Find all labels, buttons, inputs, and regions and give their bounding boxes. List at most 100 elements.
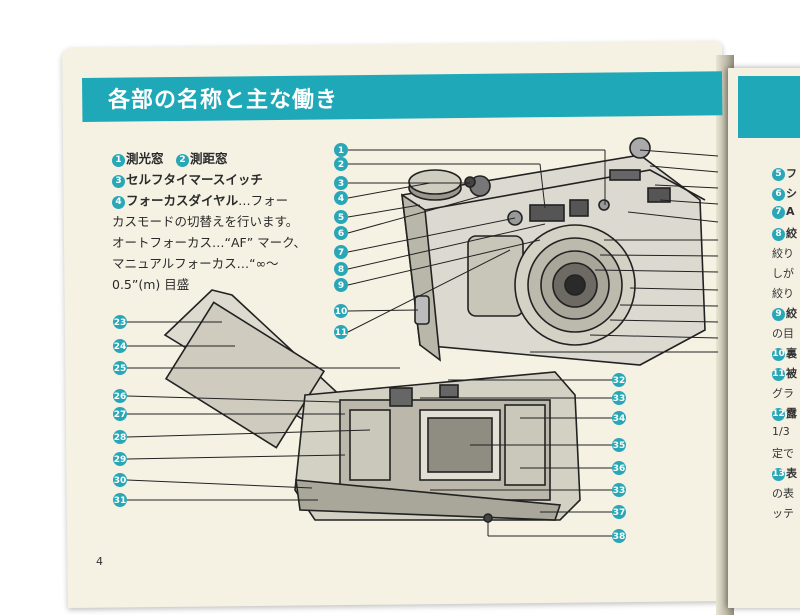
callout-badge: 35 [612,438,626,452]
right-desc-line: 定で [772,447,794,460]
callout-circle [113,315,127,329]
callout-number: 6 [772,188,785,201]
callout-label: 6 [338,229,344,239]
callout-circle [612,529,626,543]
part-label: A [786,205,795,218]
callout-label: 4 [338,194,344,204]
callout-leader-lines [126,149,719,537]
callout-badge: 31 [113,493,127,507]
part-label: 測光窓 [126,151,164,166]
callout-badge: 34 [612,411,626,425]
right-desc-line: 1/3 [772,425,790,438]
callout-circle [113,493,127,507]
callout-label: 11 [335,328,348,338]
callout-circle [334,304,348,318]
callout-circle [334,176,348,190]
callout-label: 27 [114,410,127,420]
part-label: シ [786,187,797,200]
right-desc-line: 13表 [772,465,797,481]
callout-badge: 1 [334,143,348,157]
callout-circle [113,473,127,487]
right-desc-line: 12露 [772,405,797,421]
right-desc-line: の表 [772,487,794,500]
callout-label: 3 [338,179,344,189]
callout-number: 9 [772,308,785,321]
callout-circle [612,505,626,519]
desc-line: カスモードの切替えを行います。 [112,214,299,229]
callout-badge: 25 [113,361,127,375]
callout-badge: 30 [113,473,127,487]
part-label: 表 [786,467,797,480]
callout-circle [334,325,348,339]
callout-label: 8 [338,265,344,275]
callout-badge: 4 [334,191,348,205]
callout-circle [334,226,348,240]
callout-circle [113,407,127,421]
camera-diagram: 1234567891011232425262728293031323334353… [113,137,719,543]
part-label: 被 [786,367,797,380]
callout-badge: 29 [113,452,127,466]
callout-label: 37 [613,508,626,518]
callout-badge: 24 [113,339,127,353]
callout-label: 9 [338,281,344,291]
callout-label: 7 [338,248,344,258]
callout-label: 10 [335,307,348,317]
callout-circle [612,483,626,497]
callout-label: 33 [613,486,626,496]
callout-number: 2 [176,154,190,167]
callout-badge: 8 [334,262,348,276]
callout-badge: 27 [113,407,127,421]
callout-label: 35 [613,441,626,451]
callout-badge: 37 [612,505,626,519]
callout-badge: 28 [113,430,127,444]
callout-badges: 1234567891011232425262728293031323334353… [113,143,626,543]
part-label: 絞 [786,227,797,240]
callout-number: 3 [112,175,125,188]
callout-number: 5 [772,168,785,181]
desc-line: 0.5”(m) 目盛 [112,277,190,292]
callout-circle [334,262,348,276]
callout-badge: 26 [113,389,127,403]
page-title: 各部の名称と主な働き [108,88,339,113]
callout-badge: 32 [612,373,626,387]
desc-line: マニュアルフォーカス…“∞〜 [112,256,279,271]
callout-label: 31 [114,496,127,506]
callout-circle [612,391,626,405]
callout-label: 29 [114,455,127,465]
page-number: 4 [96,555,103,568]
part-label: セルフタイマースイッチ [126,172,263,187]
callout-badge: 3 [334,176,348,190]
callout-badge: 38 [612,529,626,543]
callout-circle [113,339,127,353]
callout-label: 25 [114,364,127,374]
right-desc-line: 10裏 [772,345,797,361]
right-desc-line: 11被 [772,365,797,381]
callout-label: 30 [114,476,127,486]
callout-badge: 33 [612,391,626,405]
callout-circle [334,143,348,157]
right-desc-line: ッテ [772,507,794,520]
right-desc-line: グラ [772,387,794,400]
part-label: フ [786,167,797,180]
right-desc-line: の目 [772,327,794,340]
part-label: 測距窓 [190,151,228,166]
callout-circle [334,245,348,259]
callout-number: 7 [772,206,785,219]
right-desc-line: しが [772,267,794,280]
callout-badge: 9 [334,278,348,292]
camera-front-illustration [401,137,706,366]
callout-badge: 10 [334,304,348,318]
part-label: 裏 [786,347,797,360]
right-title-band [738,76,800,138]
right-desc-line: 絞り [772,247,794,260]
part-label: フォーカスダイヤル [126,193,239,208]
callout-label: 26 [114,392,127,402]
callout-badge: 2 [334,157,348,171]
part-description: …フォー [238,193,289,208]
callout-number: 4 [112,196,125,209]
